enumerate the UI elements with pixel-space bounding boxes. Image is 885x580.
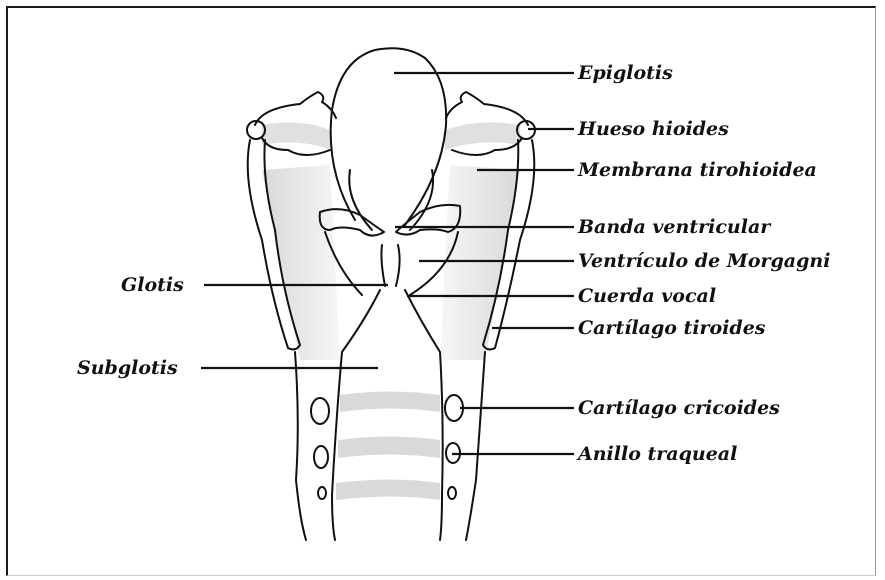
label-banda-ventricular: Banda ventricular <box>578 216 770 238</box>
label-ventriculo-de-morgagni: Ventrículo de Morgagni <box>578 250 830 272</box>
label-epiglotis: Epiglotis <box>578 62 673 84</box>
tracheal-rings <box>336 392 440 501</box>
label-cartilago-cricoides: Cartílago cricoides <box>578 397 780 419</box>
label-membrana-tirohioidea: Membrana tirohioidea <box>578 159 817 181</box>
larynx-shading <box>262 122 520 360</box>
label-cartilago-tiroides: Cartílago tiroides <box>578 317 766 339</box>
label-subglotis: Subglotis <box>77 357 178 379</box>
label-glotis: Glotis <box>121 274 184 296</box>
label-cuerda-vocal: Cuerda vocal <box>578 285 716 307</box>
label-anillo-traqueal: Anillo traqueal <box>578 443 737 465</box>
label-hueso-hioides: Hueso hioides <box>578 118 729 140</box>
